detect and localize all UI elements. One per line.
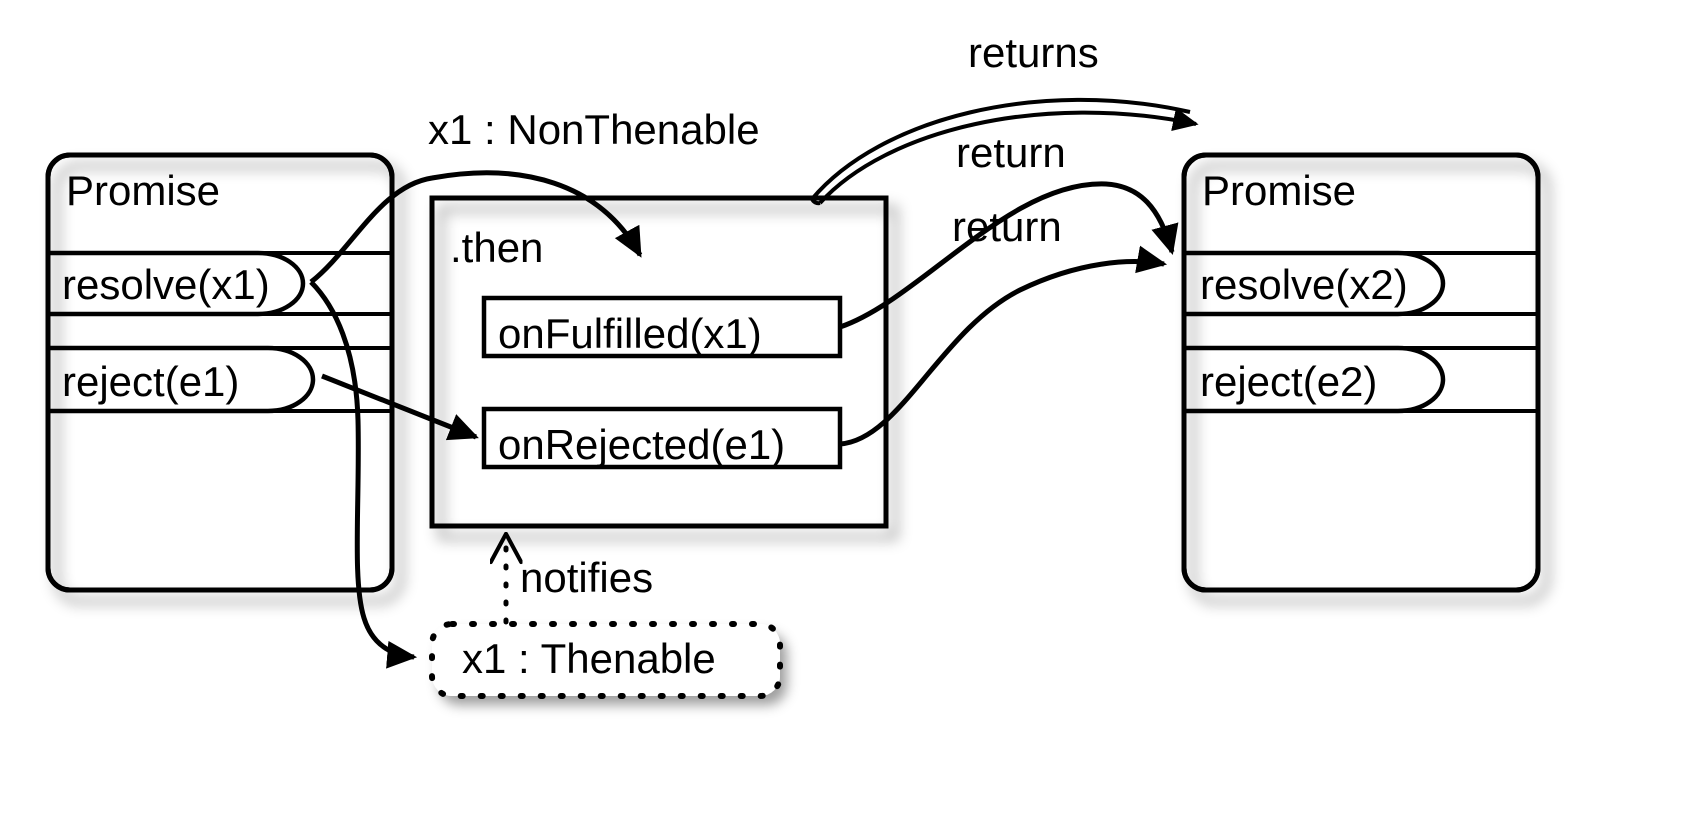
thenable-label: x1 : Thenable	[462, 635, 716, 682]
promise-left-resolve-shape	[48, 250, 306, 317]
promise-left-reject-label: reject(e1)	[62, 358, 239, 405]
then-frame-top	[429, 195, 889, 529]
promise-left-reject-shape	[48, 345, 316, 414]
thenable-frame	[429, 621, 783, 699]
onfulfilled-label: onFulfilled(x1)	[498, 310, 762, 357]
then-box[interactable]	[429, 195, 889, 529]
edge-nonthenable-label: x1 : NonThenable	[428, 106, 760, 153]
edge-returns-line-a[interactable]	[810, 97, 1191, 201]
edge-returns-line-b[interactable]	[818, 107, 1199, 205]
promise-right-box[interactable]	[1181, 152, 1541, 593]
promise-right-reject-shape	[1186, 345, 1446, 414]
edge-reject-line[interactable]	[321, 373, 479, 441]
edge-return-top-label: return	[956, 129, 1066, 176]
onrejected-box[interactable]	[481, 406, 843, 470]
promise-right-resolve-shape	[1186, 250, 1446, 317]
promise-left-resolve-label: resolve(x1)	[62, 261, 270, 308]
onrejected-label: onRejected(e1)	[498, 421, 785, 468]
promise-right-frame-top	[1181, 152, 1541, 593]
edge-notifies-label: notifies	[520, 554, 653, 601]
edge-return-bottom-label: return	[952, 203, 1062, 250]
edge-returns-label: returns	[968, 29, 1099, 76]
promise-right-title: Promise	[1202, 167, 1356, 214]
edge-return-rejected-line[interactable]	[839, 245, 1168, 447]
then-title: .then	[450, 224, 543, 271]
promise-left-title: Promise	[66, 167, 220, 214]
edge-nonthenable-line[interactable]	[309, 170, 643, 284]
edge-return-fulfilled-line[interactable]	[839, 181, 1179, 330]
promise-right-resolve-label: resolve(x2)	[1200, 261, 1408, 308]
promise-right-reject-label: reject(e2)	[1200, 358, 1377, 405]
edge-returns-tail-cap	[810, 197, 821, 206]
edge-thenable-line[interactable]	[309, 280, 418, 669]
thenable-box[interactable]	[429, 621, 783, 699]
promise-left-frame-top	[45, 152, 395, 593]
